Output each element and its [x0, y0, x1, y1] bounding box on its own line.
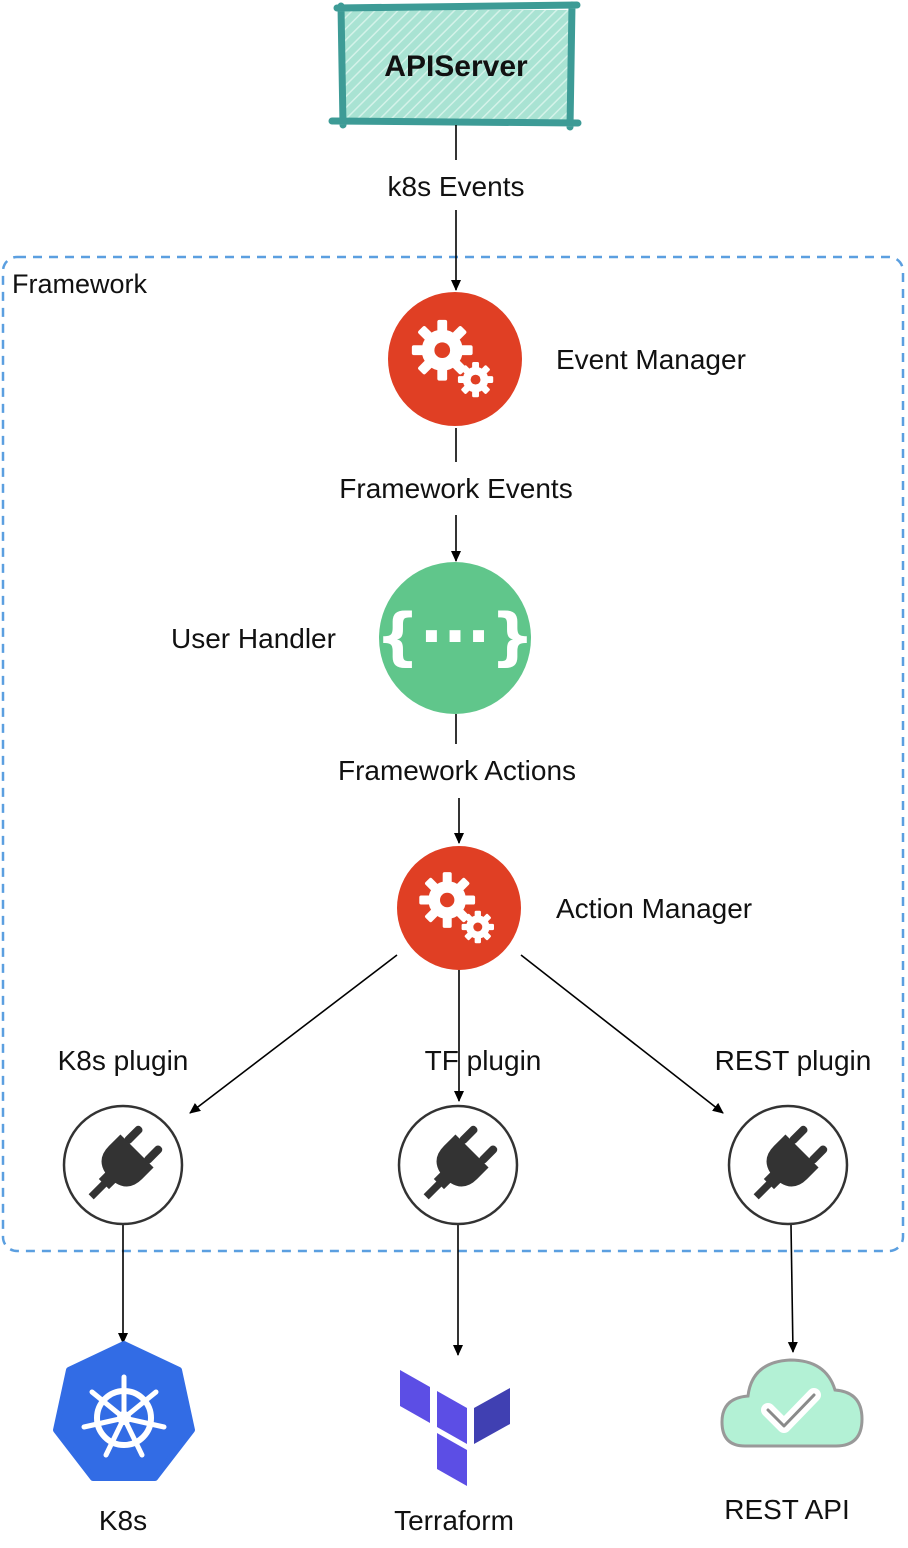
event-manager-label: Event Manager [556, 344, 746, 375]
user-handler-node: {···} [376, 562, 535, 714]
k8s-target-label: K8s [98, 1505, 148, 1536]
framework-actions-label: Framework Actions [337, 755, 577, 786]
k8s-plugin-node [62, 1104, 184, 1226]
framework-container [1, 255, 905, 1253]
apiserver-box [328, 1, 582, 131]
apiserver-label: APIServer [384, 50, 528, 83]
edge-action-manager-to-rest-plugin [520, 954, 724, 1114]
edge-action-manager-to-k8s-plugin [189, 954, 398, 1114]
framework-events-label: Framework Events [339, 473, 573, 504]
terraform-icon [400, 1370, 510, 1486]
tf-plugin-label: TF plugin [424, 1045, 542, 1076]
kubernetes-icon [53, 1341, 195, 1481]
rest-plugin-label: REST plugin [714, 1045, 872, 1076]
k8s-plugin-label: K8s plugin [57, 1045, 189, 1076]
edge-rest-plugin-to-rest-api [787, 1224, 798, 1353]
rest-api-target-label: REST API [724, 1494, 850, 1525]
framework-label: Framework [12, 269, 148, 299]
event-manager-node [388, 292, 522, 426]
code-braces-icon: {···} [376, 600, 535, 673]
svg-text:{···}: {···} [376, 600, 535, 673]
cloud-check-icon [720, 1358, 864, 1448]
tf-plugin-node [397, 1104, 519, 1226]
action-manager-label: Action Manager [556, 893, 753, 924]
rest-plugin-node [727, 1104, 849, 1226]
user-handler-label: User Handler [171, 623, 336, 654]
action-manager-node [397, 846, 521, 970]
terraform-target-label: Terraform [394, 1505, 514, 1536]
connectors [118, 125, 798, 1356]
k8s-events-label: k8s Events [387, 171, 525, 202]
